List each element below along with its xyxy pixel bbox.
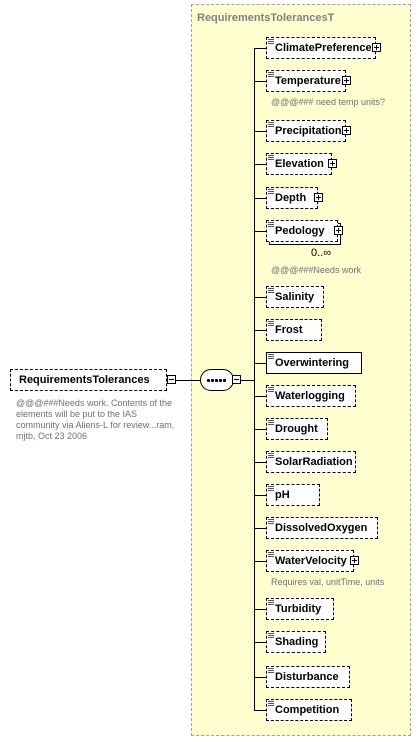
element-drought[interactable]: Drought [266,418,328,440]
element-annotation: @@@### need temp units? [271,97,385,107]
element-label: Temperature [275,75,341,87]
root-element-label: RequirementsTolerances [19,374,150,386]
root-element-annotation: @@@###Needs work. Contents of the elemen… [16,398,175,441]
element-pedology[interactable]: Pedology [266,220,338,242]
content-lines-icon [268,222,274,227]
element-waterlogging[interactable]: Waterlogging [266,385,356,407]
content-lines-icon [268,420,274,425]
complex-type-title: RequirementsTolerancesT [197,12,335,24]
content-lines-icon [268,486,274,491]
element-label: Waterlogging [275,390,345,402]
content-lines-icon [268,288,274,293]
connector-ph [254,495,266,496]
element-label: Frost [275,324,303,336]
content-lines-icon [268,72,274,77]
element-label: Disturbance [275,671,339,683]
element-watervelocity[interactable]: WaterVelocity [266,550,354,572]
element-label: Pedology [275,225,325,237]
element-label: Turbidity [275,603,322,615]
expand-icon[interactable] [314,193,323,202]
expand-icon[interactable] [334,226,343,235]
sequence-collapse-icon[interactable] [232,375,241,384]
cardinality-label: 0..∞ [311,247,332,259]
element-label: Overwintering [275,357,349,369]
connector-drought [254,429,266,430]
content-lines-icon [268,354,274,359]
connector-dissolvedoxygen [254,528,266,529]
element-annotation: @@@###Needs work [271,265,361,275]
element-elevation[interactable]: Elevation [266,153,332,175]
sequence-compositor[interactable] [200,369,234,391]
content-lines-icon [268,519,274,524]
element-precipitation[interactable]: Precipitation [266,120,346,142]
expand-icon[interactable] [342,126,351,135]
element-label: Competition [275,704,340,716]
root-element-requirements-tolerances[interactable]: RequirementsTolerances [10,369,167,391]
element-frost[interactable]: Frost [266,319,322,341]
connector-sequence-to-bus [241,380,254,381]
element-label: WaterVelocity [275,555,347,567]
element-label: SolarRadiation [275,456,353,468]
element-overwintering[interactable]: Overwintering [266,352,362,374]
connector-pedology [254,231,266,232]
element-dissolvedoxygen[interactable]: DissolvedOxygen [266,517,378,539]
connector-competition [254,710,266,711]
content-lines-icon [268,321,274,326]
content-lines-icon [268,189,274,194]
connector-watervelocity [254,561,266,562]
connector-temperature [254,81,266,82]
content-lines-icon [268,633,274,638]
expand-icon[interactable] [342,76,351,85]
content-lines-icon [268,701,274,706]
element-turbidity[interactable]: Turbidity [266,598,334,620]
element-depth[interactable]: Depth [266,187,318,209]
sequence-icon [207,379,227,382]
expand-icon[interactable] [350,556,359,565]
element-solarradiation[interactable]: SolarRadiation [266,451,356,473]
content-lines-icon [268,155,274,160]
element-label: ClimatePreference [275,42,372,54]
connector-root-to-sequence [176,380,200,381]
element-ph[interactable]: pH [266,484,320,506]
connector-shading [254,642,266,643]
expand-icon[interactable] [328,159,337,168]
connector-depth [254,198,266,199]
connector-disturbance [254,677,266,678]
element-shading[interactable]: Shading [266,631,326,653]
element-disturbance[interactable]: Disturbance [266,666,350,688]
element-label: pH [275,489,290,501]
element-salinity[interactable]: Salinity [266,286,324,308]
connector-salinity [254,297,266,298]
element-label: Precipitation [275,125,342,137]
content-lines-icon [268,453,274,458]
element-annotation: Requires val, unitTime, units [271,577,385,587]
element-label: Shading [275,636,319,648]
connector-overwintering [254,363,266,364]
element-label: Depth [275,192,307,204]
content-lines-icon [268,122,274,127]
content-lines-icon [268,39,274,44]
connector-waterlogging [254,396,266,397]
connector-precipitation [254,131,266,132]
content-lines-icon [268,600,274,605]
element-label: Drought [275,423,318,435]
element-label: DissolvedOxygen [275,522,368,534]
child-bus-line [254,48,255,711]
connector-climatepreference [254,48,266,49]
element-competition[interactable]: Competition [266,699,352,721]
collapse-icon[interactable] [167,375,176,384]
content-lines-icon [268,387,274,392]
connector-elevation [254,164,266,165]
connector-solarradiation [254,462,266,463]
element-temperature[interactable]: Temperature [266,70,346,92]
element-climatepreference[interactable]: ClimatePreference [266,37,376,59]
element-label: Elevation [275,158,324,170]
content-lines-icon [268,552,274,557]
content-lines-icon [268,668,274,673]
expand-icon[interactable] [372,43,381,52]
connector-turbidity [254,609,266,610]
connector-frost [254,330,266,331]
element-label: Salinity [275,291,315,303]
